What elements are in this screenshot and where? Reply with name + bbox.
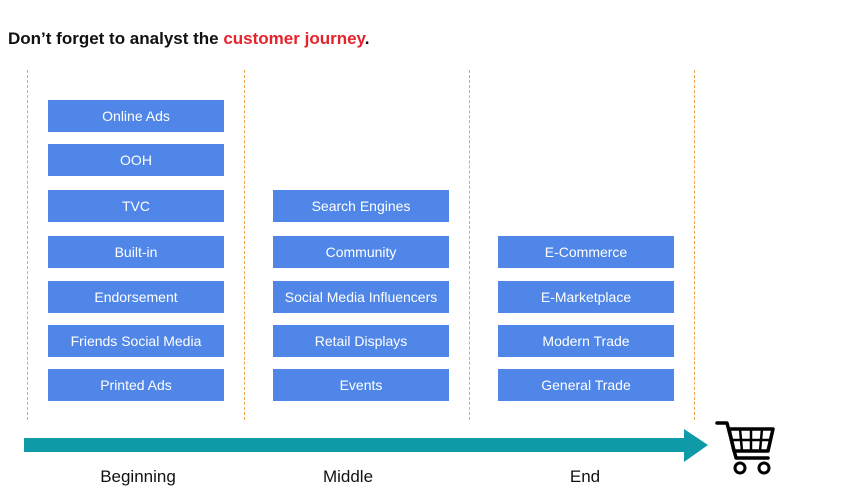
page-title: Don’t forget to analyst the customer jou…	[8, 29, 369, 49]
stage-label-beginning: Beginning	[100, 467, 176, 486]
stage-divider	[694, 70, 695, 420]
touchpoint-box: Endorsement	[48, 281, 224, 313]
title-highlight: customer journey	[223, 29, 365, 48]
touchpoint-box: Printed Ads	[48, 369, 224, 401]
stage-label-middle: Middle	[322, 467, 374, 486]
title-suffix: .	[364, 29, 370, 48]
right-arrow-icon	[24, 429, 708, 462]
touchpoint-box: Built-in	[48, 236, 224, 268]
stage-divider	[244, 70, 245, 420]
touchpoint-box: Search Engines	[273, 190, 449, 222]
touchpoint-box: Community	[273, 236, 449, 268]
touchpoint-box: Retail Displays	[273, 325, 449, 357]
stage-divider	[27, 70, 28, 420]
touchpoint-box: Modern Trade	[498, 325, 674, 357]
title-prefix: Don’t forget to analyst the	[8, 29, 224, 48]
touchpoint-box: Friends Social Media	[48, 325, 224, 357]
touchpoint-box: OOH	[48, 144, 224, 176]
stage-divider	[469, 70, 470, 420]
touchpoint-box: E-Marketplace	[498, 281, 674, 313]
touchpoint-box: Events	[273, 369, 449, 401]
touchpoint-box: Online Ads	[48, 100, 224, 132]
touchpoint-box: E-Commerce	[498, 236, 674, 268]
shopping-cart-icon	[715, 421, 775, 475]
stage-label-end: End	[569, 467, 601, 486]
touchpoint-box: General Trade	[498, 369, 674, 401]
touchpoint-box: TVC	[48, 190, 224, 222]
touchpoint-box: Social Media Influencers	[273, 281, 449, 313]
